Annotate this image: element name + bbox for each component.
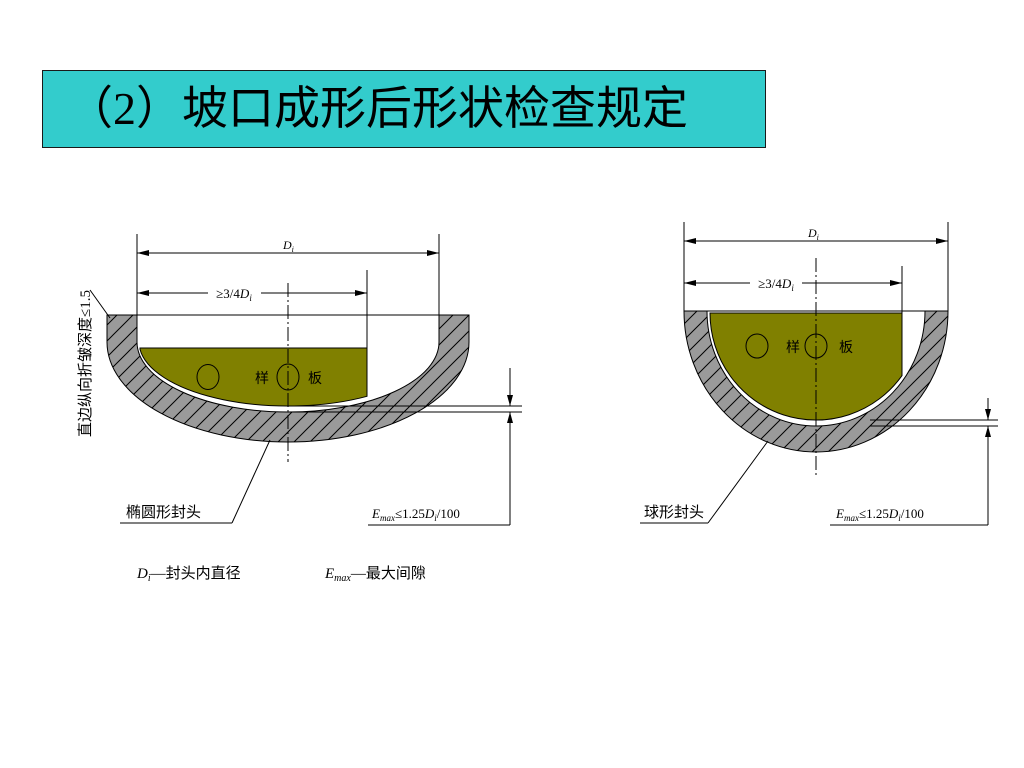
spherical-gap-d-symbol: D	[888, 506, 899, 521]
elliptical-gap-arrow-down	[507, 395, 513, 406]
legend-item-max-gap: Emax—最大间隙	[324, 565, 426, 584]
title-box: （2）坡口成形后形状检查规定	[42, 70, 766, 148]
legend-inner-diameter-symbol: D	[136, 566, 148, 582]
legend: Di—封头内直径 Emax—最大间隙	[136, 565, 426, 584]
legend-max-gap-text: —最大间隙	[350, 565, 426, 582]
legend-inner-diameter-text: —封头内直径	[150, 565, 241, 582]
elliptical-template-char-2: 板	[308, 371, 322, 387]
spherical-gap-label: Emax≤1.25Di/100	[835, 506, 924, 523]
spherical-template	[709, 312, 903, 421]
elliptical-gap-relation: ≤1.25	[395, 506, 425, 521]
elliptical-template-width-label: ≥3/4Di	[216, 286, 252, 303]
elliptical-gap-d-symbol: D	[424, 506, 435, 521]
spherical-diameter-subscript: i	[817, 233, 819, 242]
elliptical-gap-symbol: E	[371, 506, 380, 521]
spherical-gap-suffix: /100	[901, 506, 924, 521]
elliptical-head-name: 椭圆形封头	[126, 504, 201, 521]
spherical-diameter-symbol: D	[807, 226, 817, 240]
spherical-gap-arrow-down	[985, 409, 991, 420]
spherical-template-width-symbol: D	[781, 276, 792, 291]
elliptical-diameter-arrow-right	[427, 250, 439, 256]
elliptical-template-char-1: 样	[255, 371, 269, 387]
elliptical-template-width-symbol: D	[239, 286, 250, 301]
elliptical-template-width-arrow-right	[355, 290, 367, 296]
elliptical-diameter-arrow-left	[137, 250, 149, 256]
spherical-diameter-arrow-left	[684, 238, 696, 244]
spherical-name-leader-diagonal	[707, 440, 769, 524]
legend-inner-diameter-subscript: i	[148, 573, 151, 584]
spherical-template-width-arrow-left	[684, 280, 696, 286]
elliptical-name-leader-diagonal	[231, 439, 271, 524]
spherical-head-diagram: 样 板 Di ≥3/4Di Emax≤1.25Di/100 球形封头	[640, 222, 998, 526]
spherical-gap-arrow-up	[985, 426, 991, 437]
flange-note: 直边纵向折皱深度≤1.5	[77, 290, 94, 437]
page-title: （2）坡口成形后形状检查规定	[67, 83, 688, 134]
spherical-gap-relation: ≤1.25	[859, 506, 889, 521]
elliptical-gap-d-subscript: i	[434, 513, 437, 523]
elliptical-head-diagram: 样 板 Di ≥3/4Di Emax≤1.25Di/100 椭圆形封头	[77, 234, 522, 526]
elliptical-gap-subscript: max	[380, 513, 395, 523]
spherical-template-char-1: 样	[786, 340, 800, 356]
elliptical-template-hole-left	[196, 364, 220, 390]
spherical-head-shell	[683, 310, 949, 453]
elliptical-gap-suffix: /100	[437, 506, 460, 521]
legend-item-inner-diameter: Di—封头内直径	[136, 565, 241, 584]
elliptical-template-width-subscript: i	[249, 293, 252, 303]
elliptical-template	[139, 347, 368, 407]
elliptical-gap-label: Emax≤1.25Di/100	[371, 506, 460, 523]
legend-max-gap-subscript: max	[334, 573, 351, 584]
flange-note-leader	[89, 289, 111, 319]
elliptical-template-width-prefix: ≥3/4	[216, 286, 240, 301]
spherical-template-width-arrow-right	[890, 280, 902, 286]
spherical-template-char-2: 板	[839, 340, 853, 356]
spherical-gap-d-subscript: i	[898, 513, 901, 523]
spherical-gap-symbol: E	[835, 506, 844, 521]
spherical-template-hole-left	[745, 333, 769, 359]
elliptical-diameter-subscript: i	[292, 245, 294, 254]
spherical-head-name: 球形封头	[644, 504, 704, 521]
elliptical-diameter-label: Di	[282, 238, 294, 254]
spherical-template-width-label: ≥3/4Di	[758, 276, 794, 293]
legend-max-gap-symbol: E	[324, 566, 334, 582]
spherical-gap-subscript: max	[844, 513, 859, 523]
elliptical-gap-arrow-up	[507, 412, 513, 423]
spherical-diameter-arrow-right	[936, 238, 948, 244]
spherical-diameter-label: Di	[807, 226, 819, 242]
elliptical-diameter-symbol: D	[282, 238, 292, 252]
elliptical-template-width-arrow-left	[137, 290, 149, 296]
elliptical-head-shell	[106, 314, 470, 443]
spherical-template-width-subscript: i	[791, 283, 794, 293]
spherical-template-width-prefix: ≥3/4	[758, 276, 782, 291]
